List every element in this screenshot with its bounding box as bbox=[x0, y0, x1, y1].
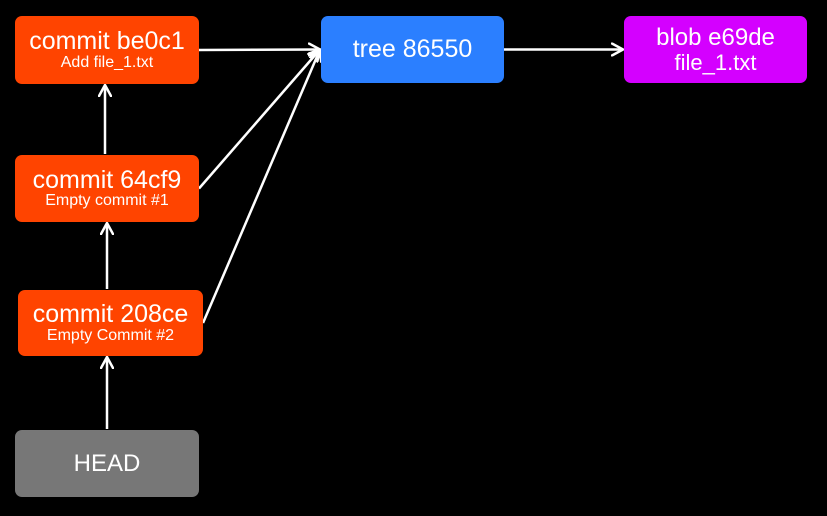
blob-title: blob e69de bbox=[656, 24, 775, 52]
edge-commit2-to-tree bbox=[198, 50, 320, 190]
commit-title: commit 64cf9 bbox=[32, 165, 182, 194]
commit-title: commit 208ce bbox=[32, 300, 189, 329]
head-label: HEAD bbox=[73, 449, 141, 477]
commit-message: Add file_1.txt bbox=[60, 53, 154, 71]
blob-node-e69de: blob e69de file_1.txt bbox=[624, 16, 807, 83]
commit-node-64cf9: commit 64cf9 Empty commit #1 bbox=[15, 155, 199, 222]
edge-commit1-to-tree bbox=[198, 50, 320, 51]
commit-message: Empty commit #1 bbox=[45, 192, 169, 210]
head-node: HEAD bbox=[15, 430, 199, 497]
edge-commit3-to-tree bbox=[201, 50, 320, 324]
tree-title: tree 86550 bbox=[352, 35, 473, 64]
blob-filename: file_1.txt bbox=[674, 49, 757, 75]
tree-node-86550: tree 86550 bbox=[321, 16, 504, 83]
commit-node-be0c1: commit be0c1 Add file_1.txt bbox=[15, 16, 199, 84]
commit-message: Empty Commit #2 bbox=[46, 326, 175, 344]
commit-node-208ce: commit 208ce Empty Commit #2 bbox=[18, 290, 203, 356]
commit-title: commit be0c1 bbox=[29, 27, 185, 56]
